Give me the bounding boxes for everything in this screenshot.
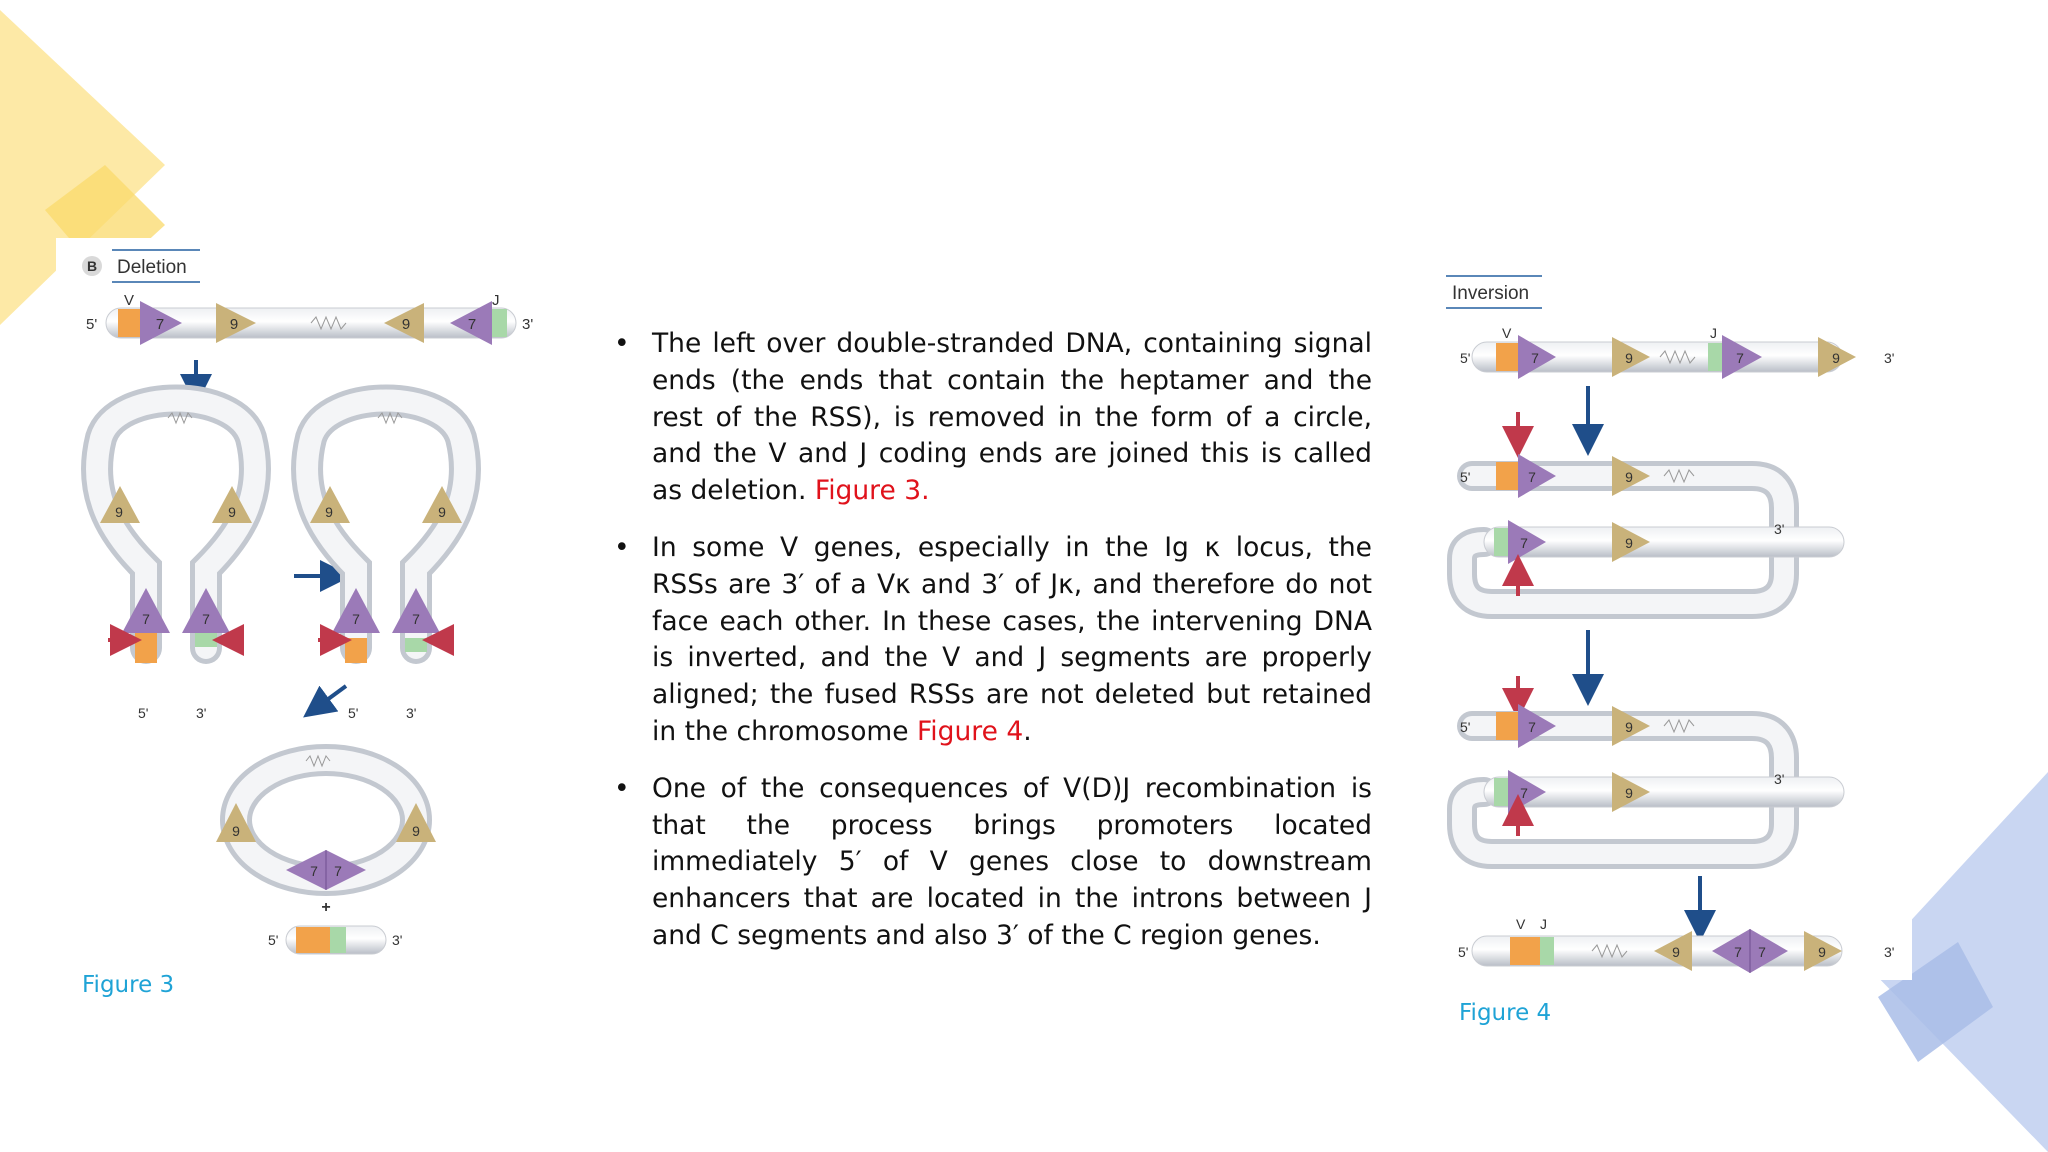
svg-text:9: 9 [232, 823, 240, 839]
svg-text:5': 5' [1458, 944, 1468, 960]
svg-text:5': 5' [268, 932, 278, 948]
bullet-deletion: The left over double-stranded DNA, conta… [612, 326, 1372, 510]
svg-text:7: 7 [1528, 719, 1536, 735]
svg-text:7: 7 [352, 611, 360, 627]
svg-text:9: 9 [1625, 785, 1633, 801]
figure-4-caption[interactable]: Figure 4 [1459, 1000, 1552, 1026]
panel-letter: B [87, 258, 97, 274]
svg-text:3': 3' [1774, 771, 1784, 787]
svg-text:7: 7 [1531, 350, 1539, 366]
panel-title: Inversion [1452, 283, 1529, 304]
j-segment [491, 309, 507, 337]
svg-text:J: J [1710, 325, 1717, 341]
svg-text:3': 3' [1774, 521, 1784, 537]
svg-text:7: 7 [202, 611, 210, 627]
corner-decoration-bottom-right [1868, 772, 2048, 1152]
svg-text:J: J [1540, 916, 1547, 932]
svg-text:+: + [321, 899, 330, 916]
svg-text:V: V [1516, 916, 1526, 932]
svg-text:5': 5' [1460, 350, 1470, 366]
svg-text:5': 5' [348, 705, 358, 721]
svg-text:9: 9 [1625, 719, 1633, 735]
svg-text:5': 5' [138, 705, 148, 721]
svg-text:9: 9 [1625, 469, 1633, 485]
svg-text:3': 3' [1884, 944, 1894, 960]
figure-4-reference[interactable]: Figure 4 [916, 715, 1024, 747]
svg-text:5': 5' [86, 316, 97, 333]
bullet-list: The left over double-stranded DNA, conta… [612, 326, 1372, 975]
svg-text:7: 7 [1520, 535, 1528, 551]
svg-text:7: 7 [142, 611, 150, 627]
svg-text:7: 7 [1736, 350, 1744, 366]
bullet-inversion: In some V genes, especially in the Ig κ … [612, 530, 1372, 751]
svg-text:9: 9 [228, 504, 236, 520]
svg-text:3': 3' [406, 705, 416, 721]
svg-text:7: 7 [468, 316, 476, 333]
svg-text:5': 5' [1460, 469, 1470, 485]
svg-text:7: 7 [156, 316, 164, 333]
svg-text:7: 7 [1528, 469, 1536, 485]
panel-letter-badge [82, 256, 102, 276]
svg-text:7: 7 [310, 863, 318, 879]
svg-text:9: 9 [1625, 535, 1633, 551]
svg-text:9: 9 [412, 823, 420, 839]
svg-text:9: 9 [1818, 944, 1826, 960]
v-segment [118, 309, 142, 337]
bullet-consequences: One of the consequences of V(D)J recombi… [612, 771, 1372, 955]
svg-text:9: 9 [1672, 944, 1680, 960]
svg-text:5': 5' [1460, 719, 1470, 735]
svg-text:3': 3' [1884, 350, 1894, 366]
svg-text:9: 9 [1832, 350, 1840, 366]
svg-text:J: J [492, 292, 500, 309]
figure-4-inversion-diagram: Inversion 7 9 7 9 5' 3' V J 7 9 7 9 5' 3… [1432, 264, 1912, 980]
svg-text:9: 9 [438, 504, 446, 520]
svg-text:9: 9 [115, 504, 123, 520]
svg-text:9: 9 [402, 316, 410, 333]
svg-text:V: V [124, 292, 134, 309]
svg-text:9: 9 [325, 504, 333, 520]
svg-text:7: 7 [1520, 785, 1528, 801]
svg-text:9: 9 [230, 316, 238, 333]
svg-text:3': 3' [392, 932, 402, 948]
svg-text:7: 7 [1758, 944, 1766, 960]
svg-text:9: 9 [1625, 350, 1633, 366]
svg-text:3': 3' [196, 705, 206, 721]
svg-text:V: V [1502, 325, 1512, 341]
svg-text:7: 7 [1734, 944, 1742, 960]
svg-text:3': 3' [522, 316, 533, 333]
svg-text:7: 7 [334, 863, 342, 879]
panel-title: Deletion [117, 257, 187, 278]
figure-3-deletion-diagram: B Deletion 7 9 9 7 5' 3' V J 9 9 7 7 5' … [56, 238, 556, 968]
svg-text:7: 7 [412, 611, 420, 627]
figure-3-reference[interactable]: Figure 3. [814, 475, 930, 507]
figure-3-caption[interactable]: Figure 3 [82, 972, 175, 998]
